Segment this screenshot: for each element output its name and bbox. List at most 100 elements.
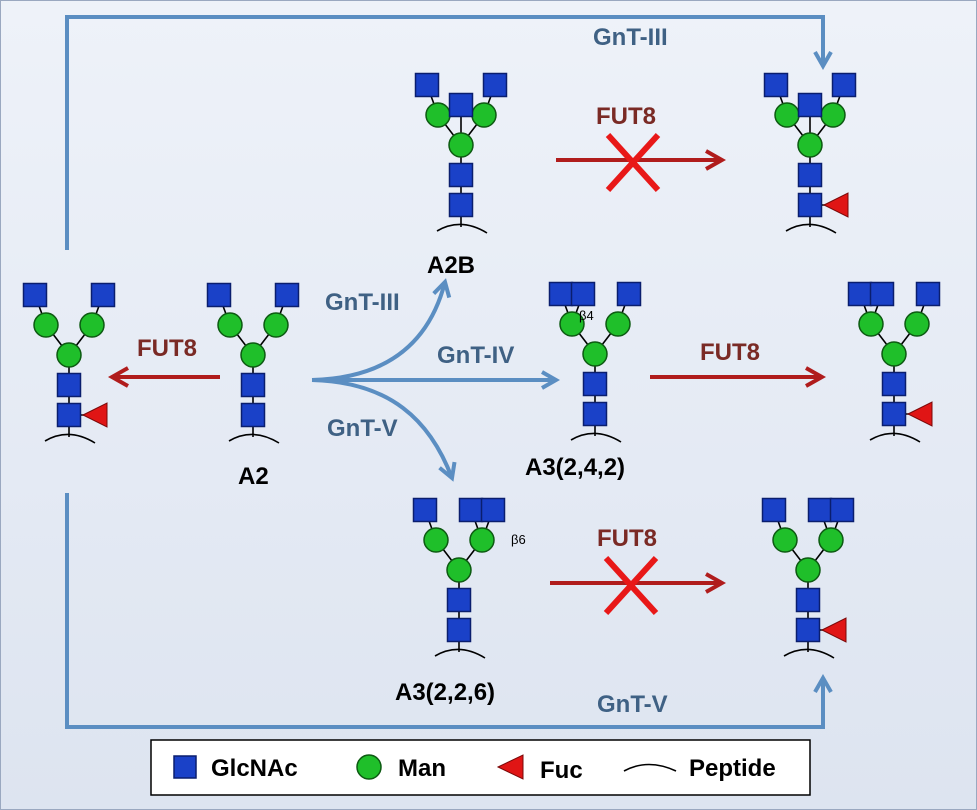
man-icon (881, 341, 907, 367)
glcnac-icon (869, 281, 895, 307)
bisecting-glcnac-icon (797, 92, 823, 118)
legend-glcnac-label: GlcNAc (211, 755, 298, 782)
man-icon (582, 341, 608, 367)
linkage-label-b6: β6 (511, 532, 526, 547)
glycan-a2b (414, 72, 508, 234)
legend-fuc-label: Fuc (540, 757, 583, 784)
peptide-icon (785, 223, 837, 234)
legend: GlcNAc Man Fuc Peptide (150, 739, 811, 796)
gnt4-label: GnT-IV (437, 342, 514, 369)
glycan-a2b-fucosylated (763, 72, 857, 234)
fut8-label-bottom: FUT8 (597, 525, 657, 552)
glycan-a3-242-fucosylated (847, 281, 941, 443)
man-icon (33, 312, 59, 338)
glcnac-icon (448, 192, 474, 218)
man-icon (797, 132, 823, 158)
glcnac-icon (56, 372, 82, 398)
peptide-icon (783, 648, 835, 659)
man-icon (774, 102, 800, 128)
glcnac-icon (414, 72, 440, 98)
glcnac-icon (616, 281, 642, 307)
peptide-icon (570, 432, 622, 443)
gnt3-top-label: GnT-III (593, 24, 668, 51)
man-icon (605, 311, 631, 337)
glycan-a3-226 (412, 497, 506, 659)
man-icon (820, 102, 846, 128)
glcnac-icon (831, 72, 857, 98)
man-icon (263, 312, 289, 338)
glcnac-icon (797, 192, 823, 218)
legend-peptide-label: Peptide (689, 755, 776, 782)
fuc-icon (822, 192, 849, 218)
glycan-structures (22, 72, 941, 659)
fut8-label-left: FUT8 (137, 335, 197, 362)
glcnac-icon (22, 282, 48, 308)
glcnac-icon (274, 282, 300, 308)
peptide-icon (228, 433, 280, 444)
gnt3-arrow (311, 282, 445, 382)
glcnac-icon (240, 402, 266, 428)
linkage-label-b4: β4 (579, 308, 594, 323)
man-icon (425, 102, 451, 128)
glcnac-icon (763, 72, 789, 98)
glcnac-legend-icon (173, 755, 197, 779)
glcnac-icon (482, 72, 508, 98)
man-icon (795, 557, 821, 583)
glycan-a3-226-fucosylated (761, 497, 855, 659)
man-icon (904, 311, 930, 337)
man-legend-icon (356, 754, 382, 780)
glcnac-icon (240, 372, 266, 398)
glcnac-icon (548, 281, 574, 307)
peptide-icon (436, 223, 488, 234)
glcnac-icon (582, 401, 608, 427)
man-icon (217, 312, 243, 338)
glcnac-icon (458, 497, 484, 523)
gnt5-curve-label: GnT-V (327, 415, 398, 442)
man-icon (448, 132, 474, 158)
glcnac-icon (570, 281, 596, 307)
gnt5-arrow (311, 378, 452, 478)
glcnac-icon (412, 497, 438, 523)
glycan-label-a3-226: A3(2,2,6) (395, 679, 495, 706)
block-x-icon-a3-226 (603, 555, 659, 616)
glcnac-icon (90, 282, 116, 308)
legend-box (150, 739, 811, 796)
glcnac-icon (795, 617, 821, 643)
gnt5-bottom-label: GnT-V (597, 691, 668, 718)
man-icon (559, 311, 585, 337)
glcnac-icon (56, 402, 82, 428)
glcnac-icon (797, 162, 823, 188)
fuc-icon (81, 402, 108, 428)
man-icon (772, 527, 798, 553)
peptide-icon (869, 432, 921, 443)
glcnac-icon (807, 497, 833, 523)
gnt3-curve-label: GnT-III (325, 289, 400, 316)
glcnac-icon (847, 281, 873, 307)
fuc-icon (906, 401, 933, 427)
man-icon (471, 102, 497, 128)
fuc-legend-icon (496, 754, 524, 780)
glycan-label-a2b: A2B (427, 252, 475, 279)
fut8-label-mid: FUT8 (700, 339, 760, 366)
glcnac-icon (795, 587, 821, 613)
man-icon (818, 527, 844, 553)
fuc-icon (820, 617, 847, 643)
glcnac-icon (446, 587, 472, 613)
glycan-label-a3-242: A3(2,4,2) (525, 454, 625, 481)
man-icon (56, 342, 82, 368)
glcnac-icon (206, 282, 232, 308)
man-icon (79, 312, 105, 338)
man-icon (240, 342, 266, 368)
block-x-icon-a2b (605, 132, 661, 193)
man-icon (469, 527, 495, 553)
gnt5-outer-path (65, 493, 823, 729)
glcnac-icon (881, 371, 907, 397)
peptide-icon (434, 648, 486, 659)
glycan-a3-242 (548, 281, 642, 443)
glcnac-icon (446, 617, 472, 643)
glcnac-icon (761, 497, 787, 523)
bisecting-glcnac-icon (448, 92, 474, 118)
man-icon (446, 557, 472, 583)
fut8-label-top: FUT8 (596, 103, 656, 130)
